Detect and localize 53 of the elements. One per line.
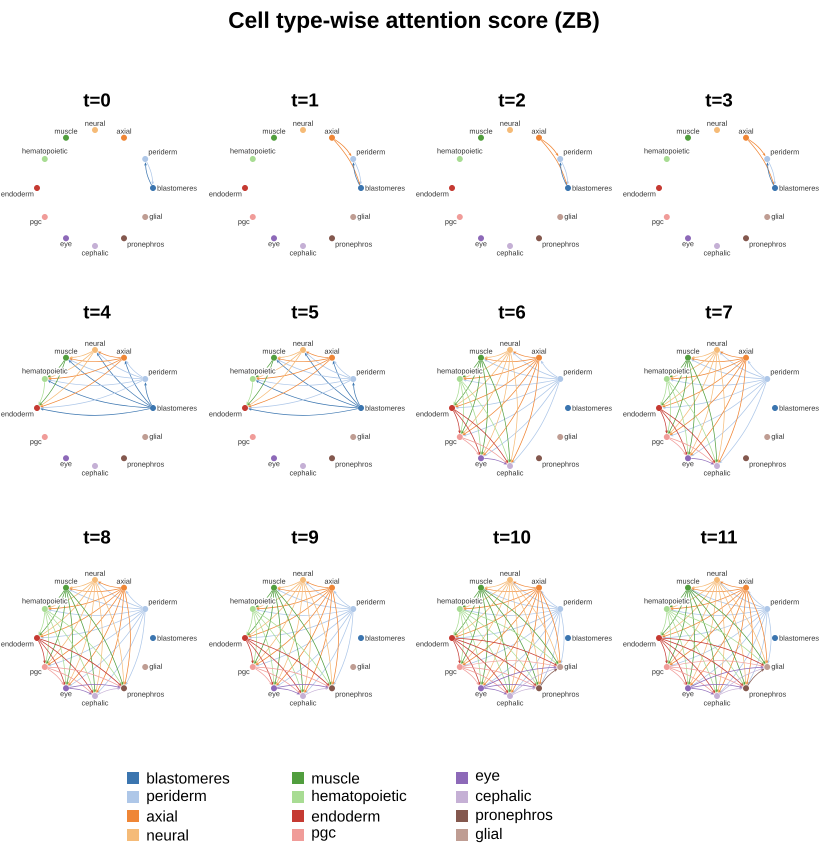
arrow	[669, 438, 686, 456]
legend-label: neural	[147, 829, 188, 841]
arrow	[256, 590, 331, 666]
panel-title: t=4	[83, 306, 111, 319]
legend-label: axial	[146, 810, 177, 822]
arrow	[48, 590, 123, 666]
arrow	[462, 360, 538, 436]
panel-title: t=1	[291, 94, 318, 106]
arrow	[462, 668, 480, 686]
panel-title: t=3	[705, 93, 732, 107]
arrow	[47, 610, 122, 686]
arrow	[670, 360, 745, 436]
arrow	[255, 668, 272, 686]
arrow	[483, 360, 538, 456]
arrow	[690, 360, 746, 456]
arrow	[748, 590, 765, 608]
arrow	[126, 360, 143, 378]
title: Cell type-wise attention score (ZB)	[229, 11, 599, 33]
panel-title: t=9	[291, 530, 318, 544]
arrow	[47, 668, 64, 686]
legend-label: pronephros	[476, 808, 552, 824]
arrow	[540, 360, 558, 378]
legend-label: eye	[476, 772, 500, 784]
legend-label: hematopoietic	[312, 790, 406, 804]
arrow	[748, 360, 765, 378]
arrow	[255, 610, 330, 686]
arrow	[540, 590, 558, 608]
legend-label: blastomeres	[147, 772, 230, 784]
arrow	[669, 610, 744, 686]
panel-title: t=7	[705, 306, 732, 319]
panel-title: t=2	[498, 93, 526, 107]
panel-title: t=0	[83, 93, 110, 107]
arrow	[540, 668, 558, 686]
arrow	[670, 590, 745, 666]
arrow	[462, 610, 538, 686]
legend-label: muscle	[312, 772, 360, 784]
panel-title: t=6	[498, 305, 526, 319]
arrow	[126, 590, 143, 608]
arrow	[462, 590, 538, 666]
panel-title: t=8	[83, 530, 110, 544]
legend-label: cephalic	[476, 790, 532, 804]
legend-label: pgc	[312, 829, 336, 841]
arrow	[334, 360, 351, 378]
legend-label: glial	[476, 828, 502, 842]
legend-label: periderm	[147, 790, 206, 804]
arrow	[462, 438, 480, 456]
legend-label: endoderm	[312, 810, 380, 822]
panel-title: t=11	[700, 530, 737, 544]
arrow	[334, 590, 351, 608]
arrow	[669, 668, 686, 686]
panel-title: t=10	[493, 530, 530, 544]
panel-title: t=5	[291, 306, 318, 319]
arrow	[747, 668, 764, 686]
